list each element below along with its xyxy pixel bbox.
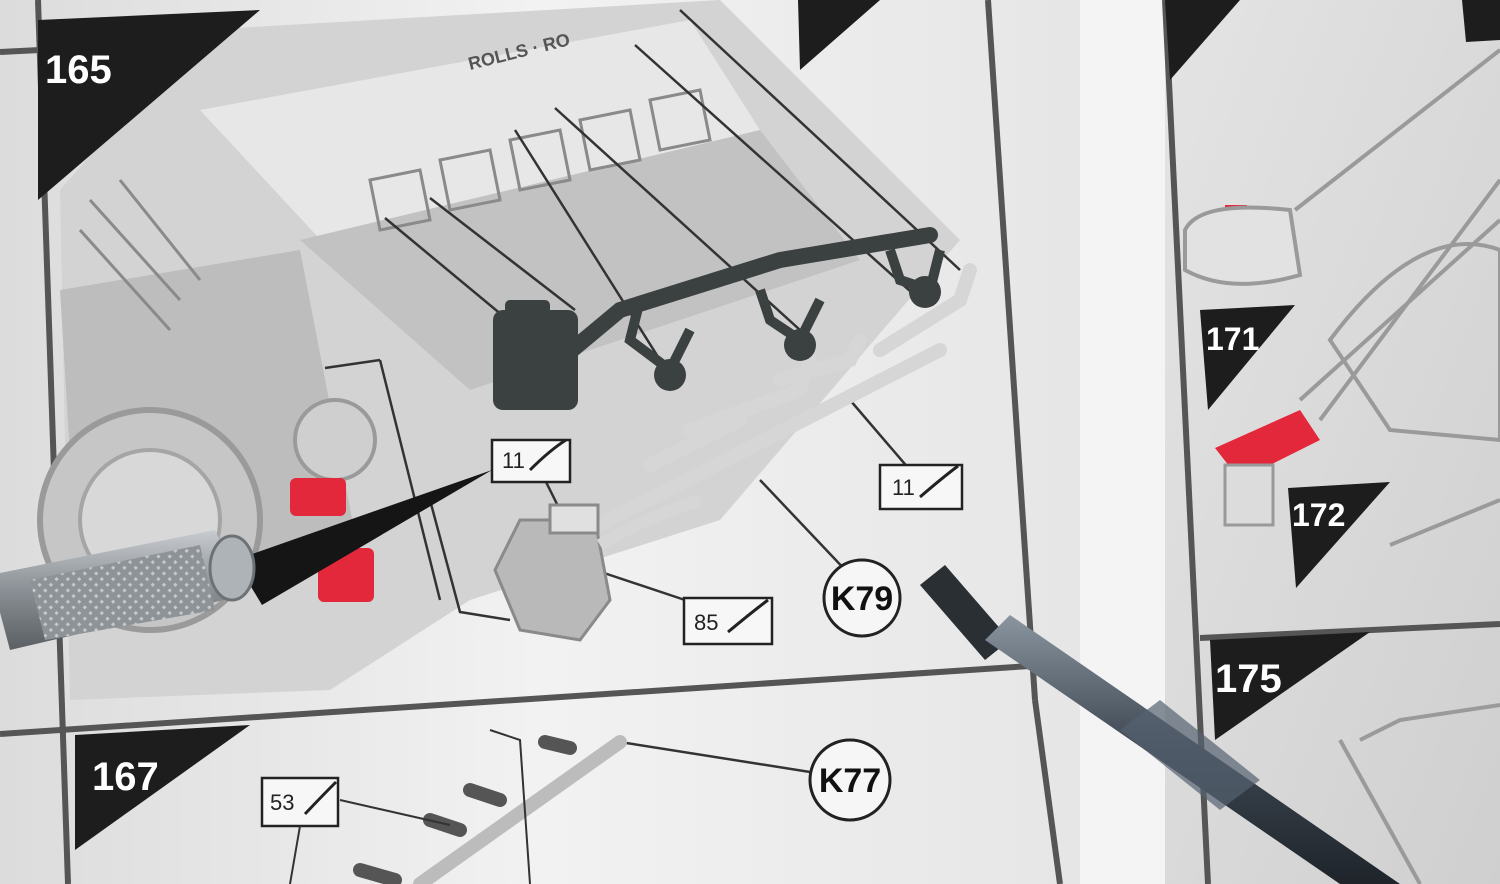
paint-code: 11 bbox=[892, 475, 915, 500]
paint-code: 53 bbox=[270, 790, 294, 815]
part-number: K79 bbox=[831, 580, 893, 618]
step-number: 165 bbox=[45, 48, 112, 92]
part-number: K77 bbox=[819, 762, 881, 800]
step-triangle-partial bbox=[798, 0, 880, 70]
paint-brush bbox=[920, 565, 1400, 884]
paint-code-box: 11 bbox=[878, 463, 964, 511]
wiring-harness bbox=[493, 227, 977, 547]
step-167: 167 bbox=[75, 725, 250, 850]
step-triangle-partial bbox=[1462, 0, 1500, 42]
lower-panel-drawing bbox=[289, 729, 627, 884]
step-number: 175 bbox=[1215, 657, 1282, 701]
step-175: 175 bbox=[1210, 632, 1370, 740]
magneto-drawing bbox=[493, 494, 702, 642]
paint-brush-icon bbox=[919, 464, 959, 499]
step-171: 171 bbox=[1200, 305, 1295, 410]
leader-lines bbox=[324, 9, 961, 622]
paint-brush-icon bbox=[727, 598, 769, 634]
step-165: 165 bbox=[38, 10, 260, 200]
part-callout-k77: K77 bbox=[619, 738, 892, 822]
step-number: 172 bbox=[1292, 497, 1345, 533]
paint-code-box: 53 bbox=[260, 776, 340, 828]
step-number: 171 bbox=[1206, 321, 1259, 357]
paint-code-box: 85 bbox=[682, 596, 774, 646]
step-172: 172 bbox=[1288, 482, 1390, 588]
paint-code-box: 11 bbox=[490, 438, 572, 484]
engine-drawing: ROLLS · RO bbox=[37, 0, 960, 700]
paint-code: 11 bbox=[502, 448, 525, 473]
paint-code: 85 bbox=[694, 610, 718, 635]
right-page bbox=[1165, 0, 1500, 884]
red-parts bbox=[290, 205, 1320, 602]
part-callout-k79: K79 bbox=[822, 558, 902, 638]
paint-brush-icon bbox=[528, 438, 567, 472]
step-number: 167 bbox=[92, 755, 159, 799]
right-page-drawings bbox=[1183, 48, 1500, 884]
paint-brush-icon bbox=[303, 780, 338, 816]
hobby-knife bbox=[0, 470, 492, 650]
step-triangle-partial bbox=[1165, 0, 1240, 80]
